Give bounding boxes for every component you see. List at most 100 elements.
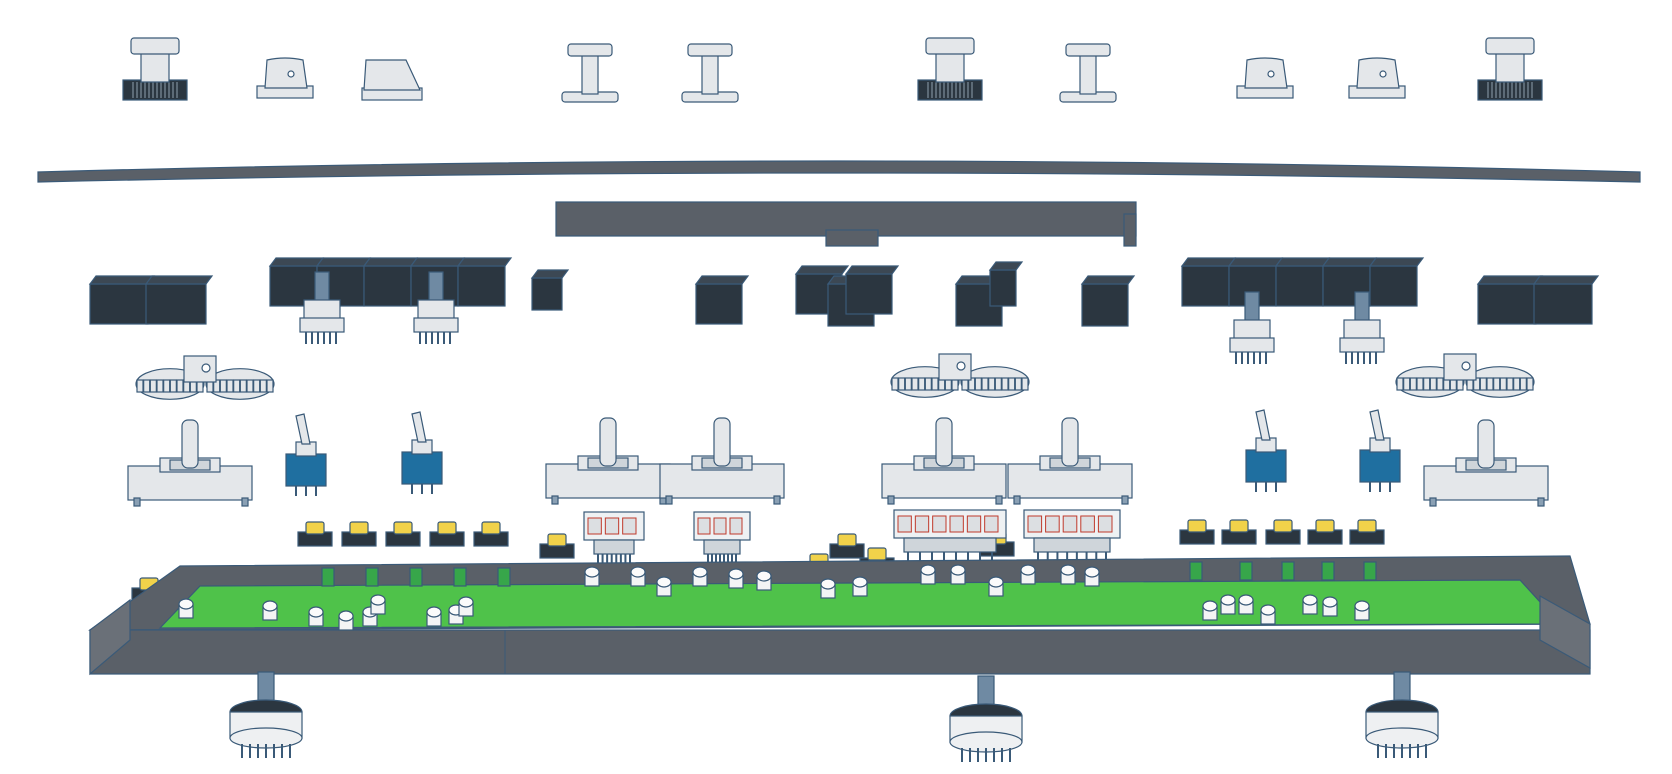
led	[1302, 594, 1318, 615]
led	[656, 576, 672, 597]
led	[1220, 594, 1236, 615]
potentiometer	[1007, 417, 1133, 505]
led	[1202, 600, 1218, 621]
button-cap	[1532, 275, 1600, 325]
button-caps	[88, 257, 1600, 327]
tactile-switch	[1179, 519, 1215, 545]
button-cap	[988, 261, 1024, 307]
button-cap	[1080, 275, 1136, 327]
tactile-switch	[341, 521, 377, 547]
connector	[365, 567, 379, 587]
bottom-rotary-switch	[1365, 671, 1439, 758]
front-panel-plate	[37, 160, 1641, 183]
tactile-switch	[539, 533, 575, 559]
connector	[1321, 561, 1335, 581]
led	[262, 600, 278, 621]
led	[728, 568, 744, 589]
led	[630, 566, 646, 587]
tactile-switch	[1265, 519, 1301, 545]
led	[308, 606, 324, 627]
rotary-switch	[413, 271, 459, 344]
knob-cap-7	[1059, 43, 1117, 103]
bottom-rotary-switches	[229, 671, 1439, 762]
seven-segment-display	[893, 509, 1007, 562]
display-bezel	[555, 201, 1137, 247]
led	[1322, 596, 1338, 617]
connector	[409, 567, 423, 587]
led	[820, 578, 836, 599]
led	[1354, 600, 1370, 621]
tactile-switch	[473, 521, 509, 547]
connector	[1281, 561, 1295, 581]
button-cap	[1368, 257, 1425, 307]
led	[692, 566, 708, 587]
toggle-switches	[285, 409, 1401, 496]
rotary-switch	[1229, 291, 1275, 364]
knob-cap-9	[1348, 57, 1406, 99]
toggle-switch	[401, 411, 443, 494]
led	[1060, 564, 1076, 585]
led	[1020, 564, 1036, 585]
knob-cap-1	[122, 37, 188, 101]
knob-cap-4	[561, 43, 619, 103]
button-cap	[144, 275, 214, 325]
potentiometers	[127, 417, 1549, 507]
gear-set	[1395, 353, 1535, 398]
knob-cap-8	[1236, 57, 1294, 99]
led	[950, 564, 966, 585]
gear-set	[135, 355, 275, 400]
tactile-switch	[1221, 519, 1257, 545]
button-cap	[362, 257, 419, 307]
led	[1238, 594, 1254, 615]
connector	[453, 567, 467, 587]
toggle-switch	[1245, 409, 1287, 492]
led	[1260, 604, 1276, 625]
led	[920, 564, 936, 585]
button-cap	[1274, 257, 1331, 307]
led	[370, 594, 386, 615]
knob-cap-3	[361, 59, 423, 101]
button-cap	[1180, 257, 1237, 307]
button-cap	[268, 257, 325, 307]
led	[178, 598, 194, 619]
button-cap	[844, 265, 900, 315]
led	[584, 566, 600, 587]
connector	[1189, 561, 1203, 581]
rotary-switch	[299, 271, 345, 344]
button-cap	[694, 275, 750, 325]
knob-caps	[122, 37, 1543, 103]
button-cap	[456, 257, 513, 307]
pcb-assembly	[88, 555, 1591, 676]
seven-segment-display	[1023, 509, 1121, 562]
led	[458, 596, 474, 617]
tactile-switch	[385, 521, 421, 547]
potentiometer	[127, 419, 253, 507]
gear-sets	[135, 353, 1535, 400]
led	[426, 606, 442, 627]
knob-cap-10	[1477, 37, 1543, 101]
knob-cap-5	[681, 43, 739, 103]
connector	[1239, 561, 1253, 581]
tactile-switch	[429, 521, 465, 547]
led	[852, 576, 868, 597]
led	[338, 610, 354, 631]
potentiometer	[545, 417, 671, 505]
tactile-switch	[1307, 519, 1343, 545]
led	[1084, 566, 1100, 587]
button-cap	[530, 269, 570, 311]
tactile-switch	[829, 533, 865, 559]
toggle-switch	[285, 413, 327, 496]
seven-segment-display	[693, 511, 751, 564]
tactile-switch	[297, 521, 333, 547]
potentiometer	[659, 417, 785, 505]
rotary-switch	[1339, 291, 1385, 364]
led	[756, 570, 772, 591]
connector	[1363, 561, 1377, 581]
connector	[321, 567, 335, 587]
knob-cap-6	[917, 37, 983, 101]
bottom-rotary-switch	[949, 675, 1023, 762]
button-cap	[88, 275, 156, 325]
potentiometer	[1423, 419, 1549, 507]
